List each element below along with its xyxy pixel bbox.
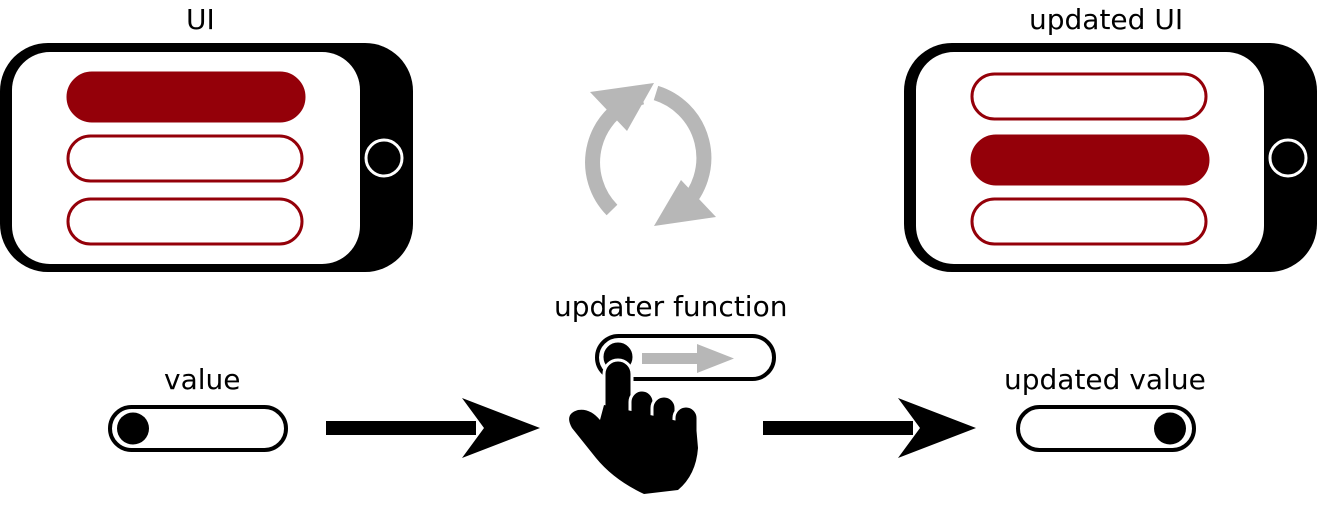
updated-value-toggle xyxy=(1016,405,1196,452)
label-updated-value: updated value xyxy=(1004,363,1206,396)
ui-item-2 xyxy=(66,134,304,183)
slide-arrow-head xyxy=(697,344,734,373)
slide-arrow-icon xyxy=(642,353,700,364)
updater-toggle xyxy=(595,334,776,381)
label-updated-ui: updated UI xyxy=(1029,3,1184,36)
right-arrow-icon xyxy=(763,398,976,458)
phone-ui xyxy=(0,43,413,272)
home-button-icon xyxy=(1268,138,1308,178)
ui-item-1 xyxy=(66,71,306,123)
label-updater-function: updater function xyxy=(554,290,788,323)
label-ui: UI xyxy=(186,3,215,36)
updated-ui-item-2 xyxy=(970,134,1210,186)
updated-ui-item-3 xyxy=(970,197,1208,246)
refresh-cycle-icon xyxy=(585,83,716,226)
toggle-knob xyxy=(1154,412,1186,445)
label-value: value xyxy=(164,363,241,396)
value-toggle xyxy=(108,405,288,452)
home-button-icon xyxy=(364,138,404,178)
phone-updated-ui xyxy=(904,43,1317,272)
ui-item-3 xyxy=(66,197,304,246)
toggle-knob xyxy=(117,412,149,445)
hand-pointer-icon xyxy=(569,339,700,494)
right-arrow-icon xyxy=(326,398,540,458)
updated-ui-item-1 xyxy=(970,72,1208,121)
